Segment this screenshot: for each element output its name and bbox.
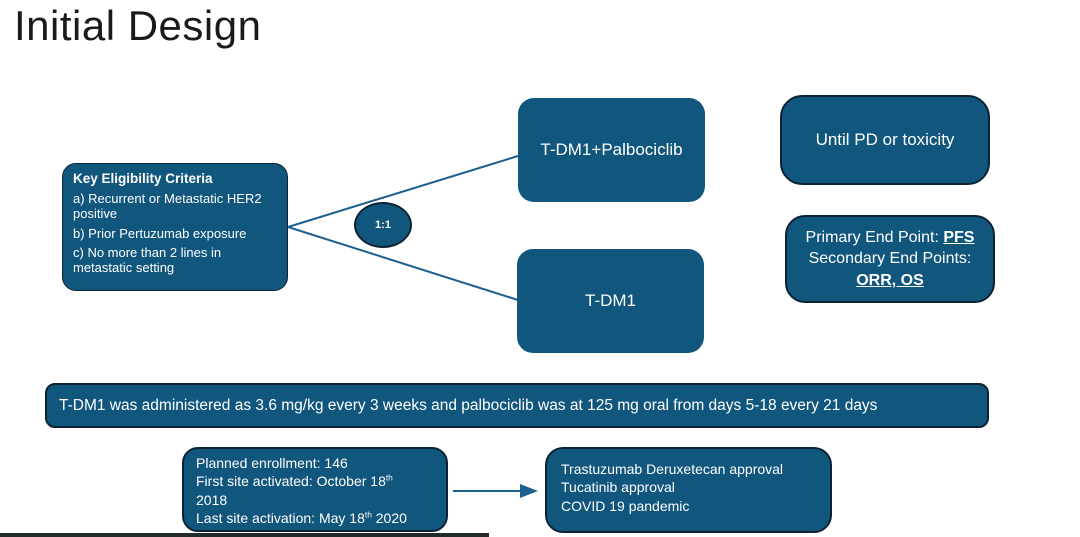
slide-title: Initial Design [14,2,262,49]
last-site-line: Last site activation: May 18th 2020 [196,509,434,527]
delay-item-3: COVID 19 pandemic [561,497,690,514]
eligibility-item-b: b) Prior Pertuzumab exposure [73,225,247,241]
ratio-label: 1:1 [375,219,391,231]
first-site-line: First site activated: October 18th [196,472,434,490]
endpoints-box: Primary End Point: PFS Secondary End Poi… [785,215,995,303]
duration-label: Until PD or toxicity [815,130,955,149]
planned-enrollment-line: Planned enrollment: 146 [196,455,348,471]
arm1-label: T-DM1+Palbociclib [540,140,683,159]
first-site-year: 2018 [196,491,228,508]
last-site-text: Last site activation: May 18 [196,510,365,527]
first-site-superscript: th [385,472,393,483]
eligibility-criteria-box: Key Eligibility Criteria a) Recurrent or… [62,163,288,291]
arm2-label: T-DM1 [585,291,636,310]
eligibility-item-c: c) No more than 2 lines in metastatic se… [73,244,222,276]
primary-endpoint-value: PFS [943,228,975,246]
delay-item-1: Trastuzumab Deruxetecan approval [561,461,784,477]
arm-tdm1-palbociclib-box: T-DM1+Palbociclib [518,98,705,202]
dosing-box: T-DM1 was administered as 3.6 mg/kg ever… [45,383,989,428]
delays-box: Trastuzumab Deruxetecan approval Tucatin… [545,447,832,533]
delay-item-2: Tucatinib approval [561,479,675,496]
enrollment-box: Planned enrollment: 146 First site activ… [182,447,448,532]
treatment-duration-box: Until PD or toxicity [780,95,990,185]
bottom-edge-bar [0,533,489,537]
eligibility-item-a: a) Recurrent or Metastatic HER2 positive [73,190,262,222]
first-site-text: First site activated: October 18 [196,473,386,490]
arm-tdm1-box: T-DM1 [517,249,704,353]
last-site-superscript: th [364,509,372,520]
secondary-endpoint-label: Secondary End Points: [808,250,972,268]
randomization-ratio-badge: 1:1 [354,202,412,248]
eligibility-header: Key Eligibility Criteria [73,171,213,186]
secondary-endpoint-values: ORR, OS [856,271,924,289]
last-site-year: 2020 [371,510,407,527]
primary-endpoint-prefix: Primary End Point: [805,228,944,246]
primary-endpoint-line: Primary End Point: PFS [806,227,975,249]
dosing-text: T-DM1 was administered as 3.6 mg/kg ever… [59,396,878,414]
